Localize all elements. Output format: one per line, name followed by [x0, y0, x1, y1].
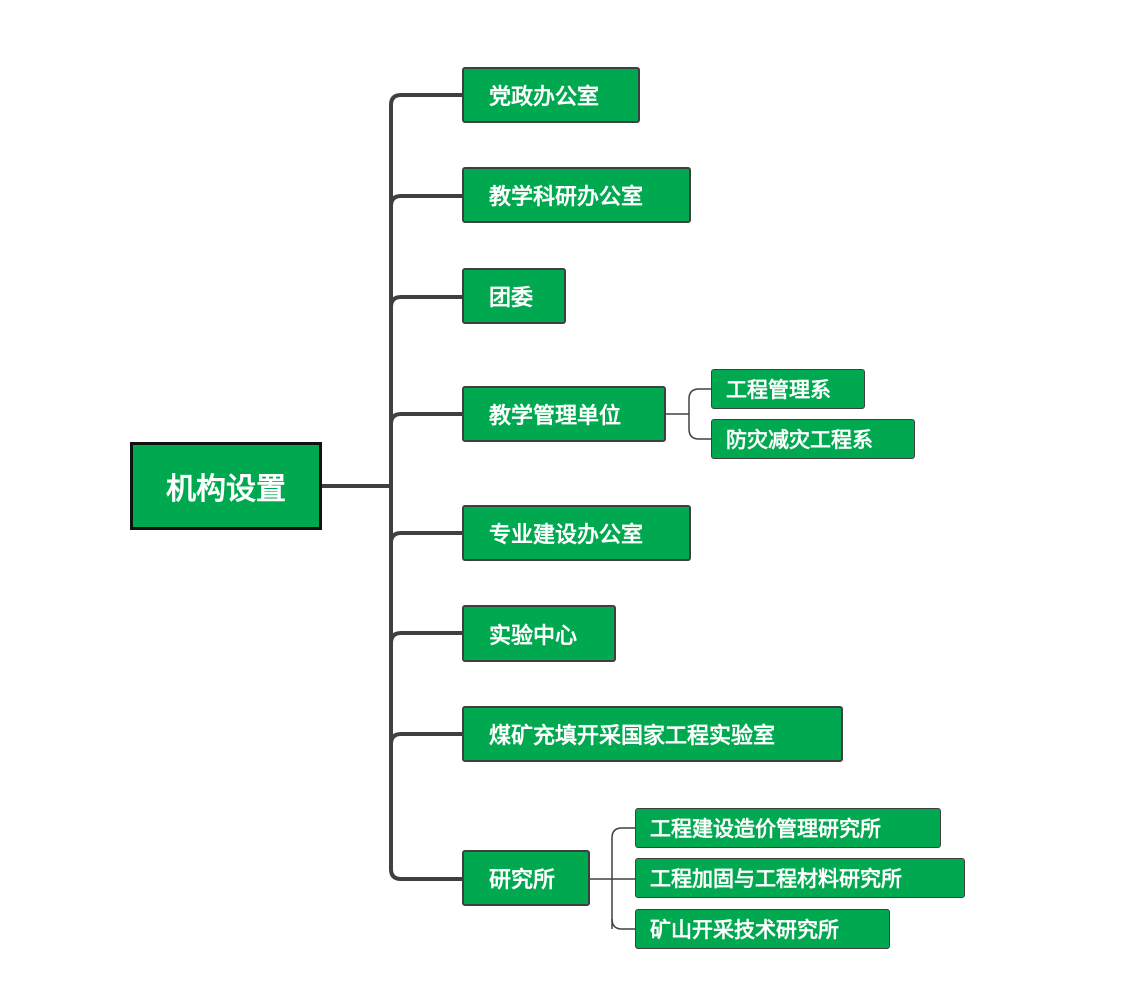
branch-node: 教学科研办公室: [462, 167, 691, 223]
branch-connector: [389, 868, 462, 881]
branch-node: 党政办公室: [462, 67, 640, 123]
branch-connector: [389, 295, 462, 308]
sub-node: 防灾减灾工程系: [711, 419, 915, 459]
branch-connector: [389, 631, 462, 644]
branch-node: 煤矿充填开采国家工程实验室: [462, 706, 843, 762]
branch-connector: [389, 93, 462, 106]
sub-node: 工程建设造价管理研究所: [635, 808, 941, 848]
branch-connector: [389, 412, 462, 425]
branch-node: 团委: [462, 268, 566, 324]
sub-node: 工程加固与工程材料研究所: [635, 858, 965, 898]
branch-connector: [389, 531, 462, 544]
branch-node: 实验中心: [462, 605, 616, 662]
sub-node: 矿山开采技术研究所: [635, 909, 890, 949]
branch-node: 研究所: [462, 850, 590, 906]
sub-connector: [611, 918, 635, 930]
sub-connector: [688, 388, 711, 414]
sub-connector: [611, 827, 635, 929]
branch-node: 专业建设办公室: [462, 505, 691, 561]
branch-node: 教学管理单位: [462, 386, 666, 442]
sub-node: 工程管理系: [711, 369, 865, 409]
branch-connector: [389, 732, 462, 745]
root-node: 机构设置: [130, 442, 322, 530]
sub-connector: [688, 414, 711, 440]
branch-connector: [389, 194, 462, 207]
